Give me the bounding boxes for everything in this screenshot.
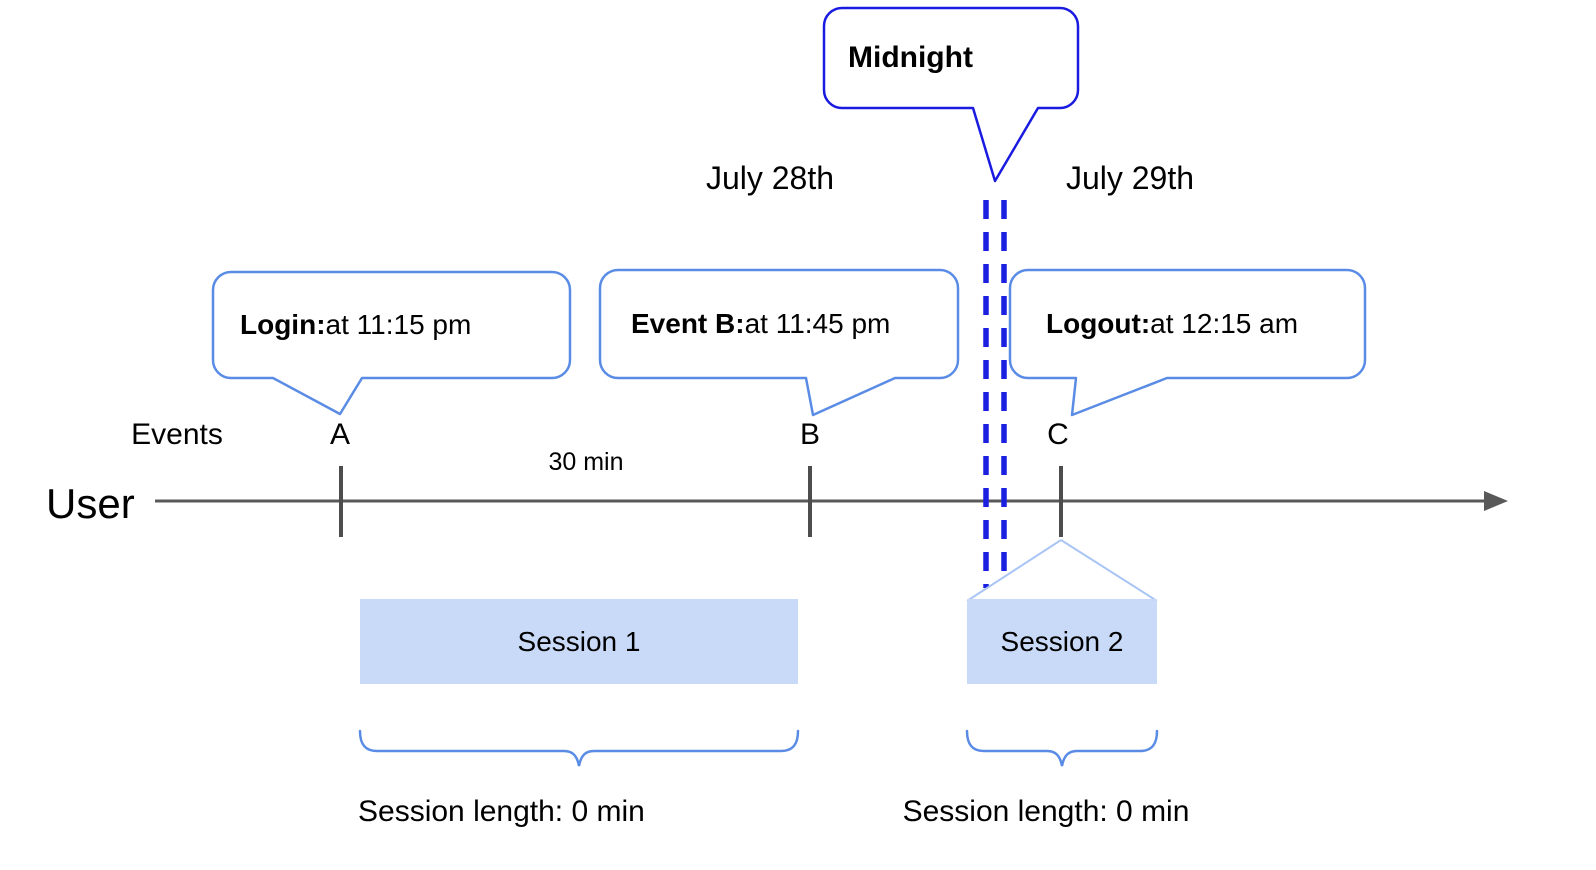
event-b-bubble-label: Event B: at 11:45 pm bbox=[600, 270, 989, 378]
midnight-label: Midnight bbox=[824, 8, 1102, 108]
logout-bubble-label-bold: Logout: bbox=[1046, 308, 1151, 339]
midnight-label-text: Midnight bbox=[848, 41, 973, 74]
session1-brace bbox=[358, 729, 800, 767]
session2-connector-left bbox=[966, 539, 1062, 602]
midnight-callout-bubble bbox=[822, 6, 1080, 183]
login-bubble-label: Login: at 11:15 pm bbox=[213, 272, 597, 378]
session2-length-label: Session length: 0 min bbox=[902, 795, 1190, 828]
login-callout-bubble bbox=[211, 270, 572, 416]
date-label-july-28: July 28th bbox=[705, 160, 835, 196]
event-label-a: A bbox=[329, 418, 351, 451]
event-b-bubble-label-rest: at 11:45 pm bbox=[744, 308, 891, 339]
login-bubble-label-rest: at 11:15 pm bbox=[325, 309, 472, 340]
session2-label: Session 2 bbox=[1000, 625, 1124, 657]
session1-length-label: Session length: 0 min bbox=[358, 795, 645, 828]
event-label-b: B bbox=[799, 418, 821, 451]
event-b-callout-bubble bbox=[598, 268, 960, 417]
event-label-c: C bbox=[1047, 418, 1069, 451]
login-bubble-label-bold: Login: bbox=[240, 309, 326, 340]
event-b-bubble-label-bold: Event B: bbox=[631, 308, 745, 339]
logout-callout-bubble bbox=[1008, 268, 1367, 417]
session1-label: Session 1 bbox=[517, 625, 641, 657]
date-label-july-29: July 29th bbox=[1065, 160, 1195, 196]
events-row-label: Events bbox=[131, 418, 223, 451]
session2-brace bbox=[965, 729, 1159, 767]
timeline-arrowhead-icon bbox=[1484, 491, 1508, 511]
logout-bubble-label: Logout: at 12:15 am bbox=[1010, 270, 1401, 378]
user-axis-label: User bbox=[46, 480, 135, 527]
interval-label: 30 min bbox=[548, 448, 624, 476]
session2-connector-right bbox=[1060, 539, 1158, 602]
session2-box: Session 2 bbox=[967, 599, 1157, 684]
logout-bubble-label-rest: at 12:15 am bbox=[1150, 308, 1299, 339]
session1-box: Session 1 bbox=[360, 599, 798, 684]
